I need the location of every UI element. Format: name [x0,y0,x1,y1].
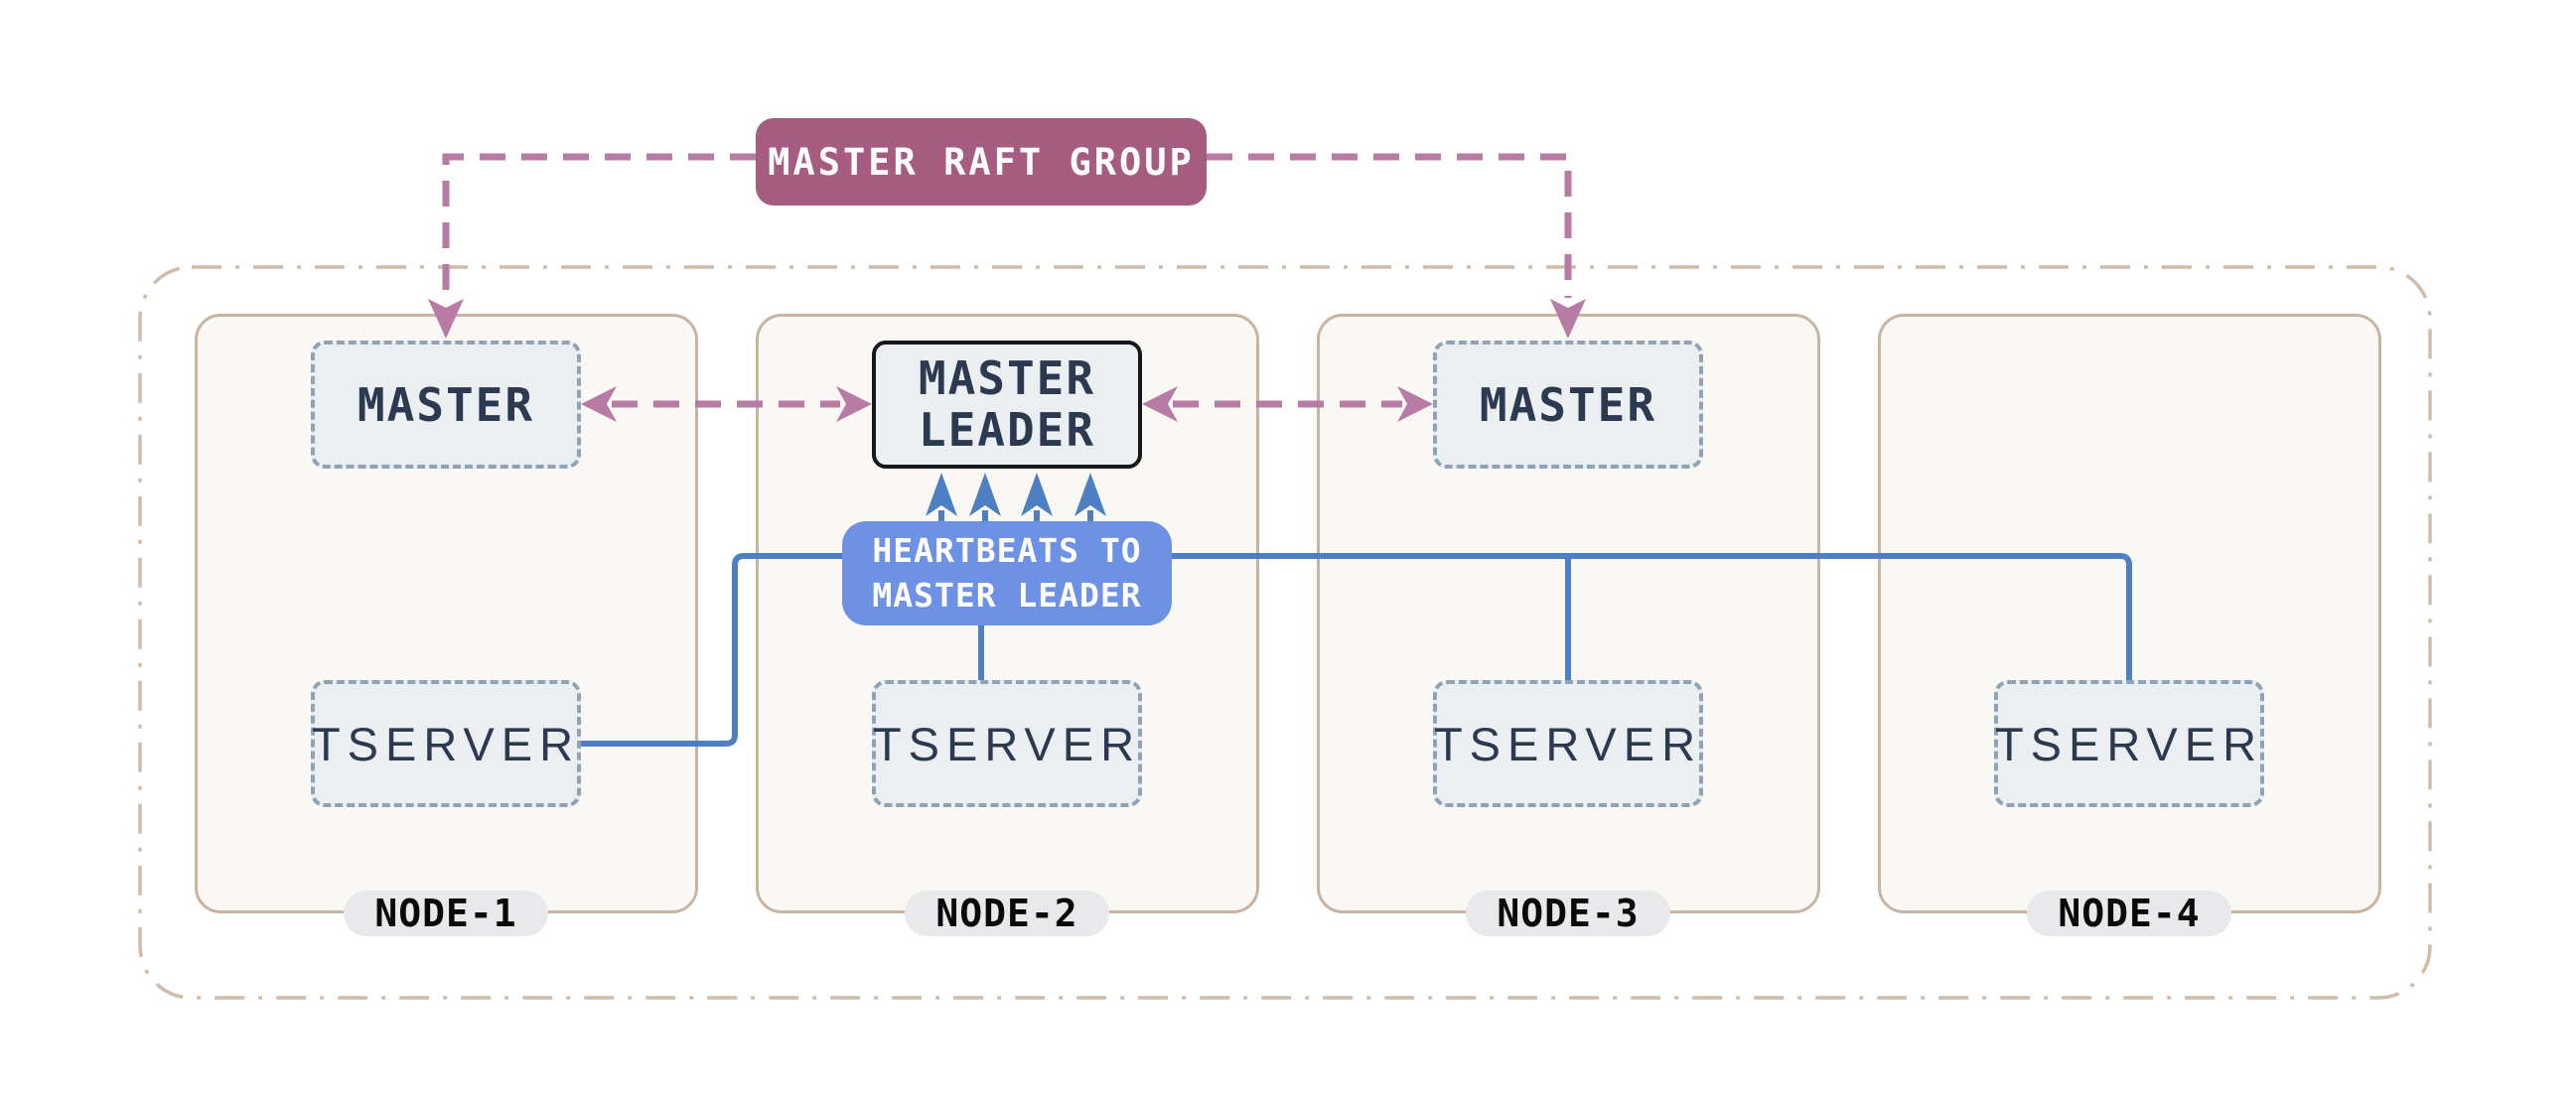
node-1-tserver-box: TSERVER [311,680,581,807]
node-3-tserver-box: TSERVER [1433,680,1703,807]
master-raft-group-label: MASTER RAFT GROUP [768,140,1195,184]
master-leader-label-line1: MASTER [918,350,1096,405]
node-2-tserver-box: TSERVER [872,680,1142,807]
node-2-label-pill: NODE-2 [905,891,1109,936]
node-1-label-pill: NODE-1 [344,891,548,936]
node-3-label: NODE-3 [1497,892,1640,935]
node-3-label-pill: NODE-3 [1466,891,1670,936]
master-raft-group-badge: MASTER RAFT GROUP [756,118,1207,206]
raft-link-to-node1-master [442,153,756,298]
raft-link-to-node3-master [1207,153,1572,298]
node-1-master-box: MASTER [311,341,581,469]
node-1-label: NODE-1 [374,892,517,935]
node-4-label-pill: NODE-4 [2027,891,2231,936]
heartbeats-badge: HEARTBEATS TO MASTER LEADER [842,521,1172,625]
node-2-master-leader-box: MASTER LEADER [872,341,1142,469]
node-3-master-box: MASTER [1433,341,1703,469]
heartbeats-label-line2: MASTER LEADER [872,575,1142,615]
node-4-container [1878,314,2381,913]
node-3-tserver-label: TSERVER [1433,717,1703,770]
node-2-tserver-label: TSERVER [872,717,1142,770]
node-2-label: NODE-2 [935,892,1078,935]
node-3-master-label: MASTER [1479,377,1657,432]
node-4-label: NODE-4 [2058,892,2201,935]
node-1-tserver-label: TSERVER [311,717,581,770]
heartbeats-label-line1: HEARTBEATS TO [872,530,1142,570]
node-4-tserver-box: TSERVER [1994,680,2264,807]
node-4-tserver-label: TSERVER [1994,717,2264,770]
node-1-master-label: MASTER [357,377,535,432]
master-leader-label-line2: LEADER [918,402,1096,457]
